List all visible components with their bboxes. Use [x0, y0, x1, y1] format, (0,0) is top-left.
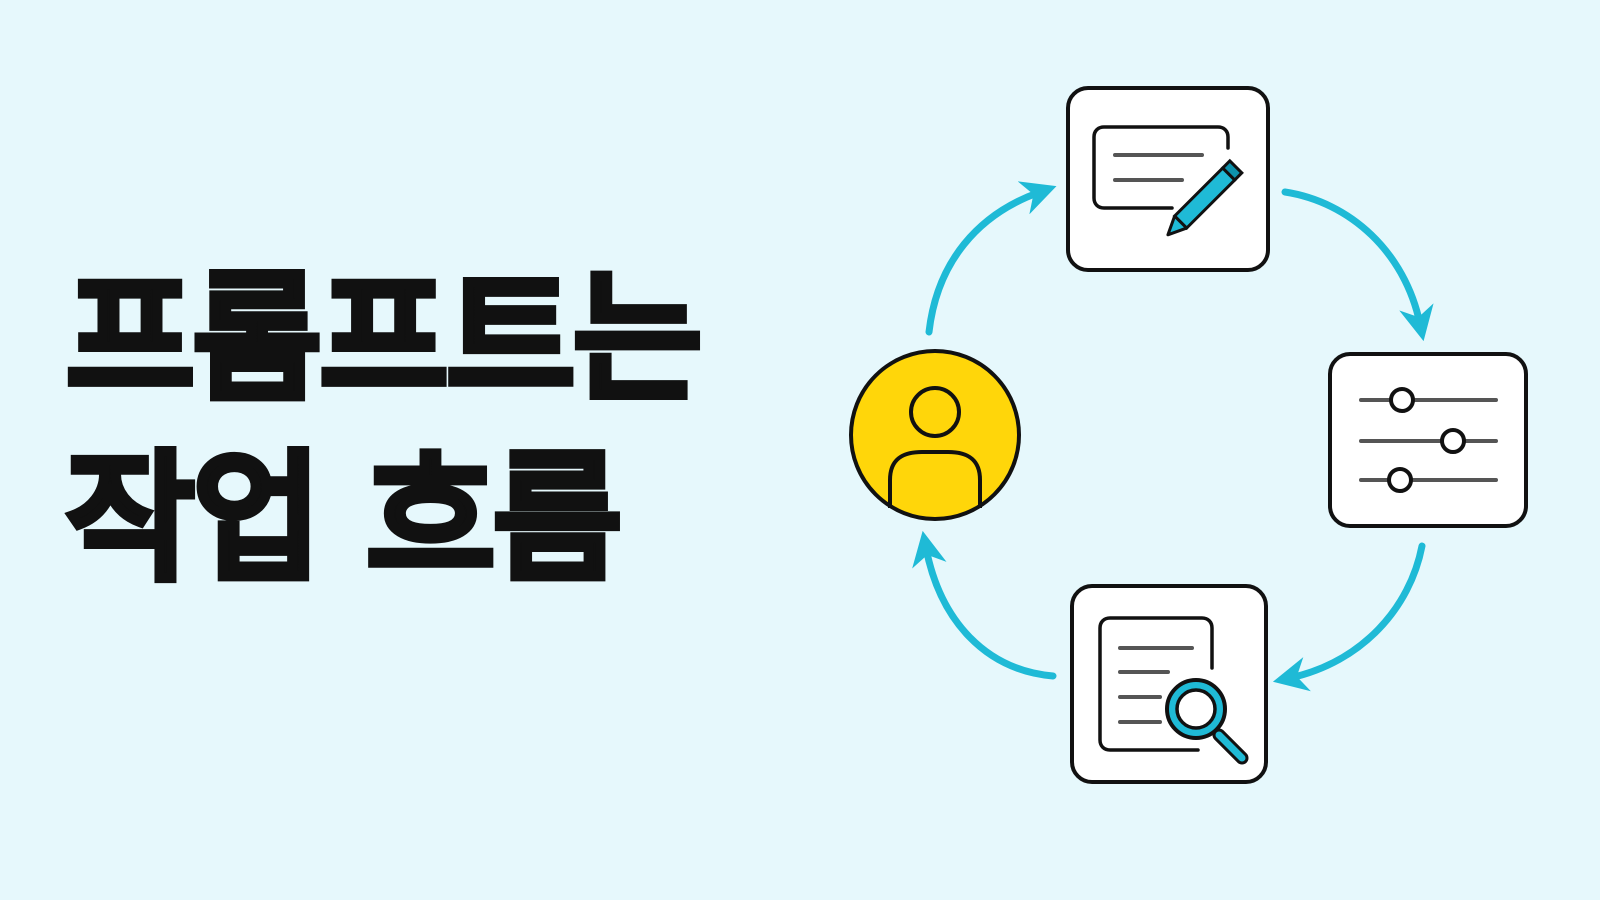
person-icon — [888, 386, 982, 508]
headline: 프롬프트는 작업 흐름 — [63, 250, 826, 610]
review-node — [1070, 584, 1268, 784]
headline-line-1: 프롬프트는 — [63, 255, 705, 424]
arrow-adjust-to-review — [1272, 542, 1426, 692]
arrow-user-to-write — [925, 181, 1057, 336]
document-pencil-icon — [1092, 125, 1244, 237]
write-node — [1066, 86, 1270, 272]
headline-line-2: 작업 흐름 — [63, 435, 625, 604]
cycle-arrows — [912, 181, 1434, 692]
slider-knob-2 — [1440, 428, 1466, 454]
sliders-icon — [1359, 387, 1498, 493]
arrow-write-to-adjust — [1281, 188, 1434, 342]
document-magnifier-icon — [1098, 616, 1249, 765]
arrow-review-to-user — [912, 530, 1057, 680]
adjust-node — [1328, 352, 1528, 528]
slider-knob-3 — [1387, 467, 1413, 493]
user-node — [849, 349, 1021, 521]
slider-knob-1 — [1389, 387, 1415, 413]
